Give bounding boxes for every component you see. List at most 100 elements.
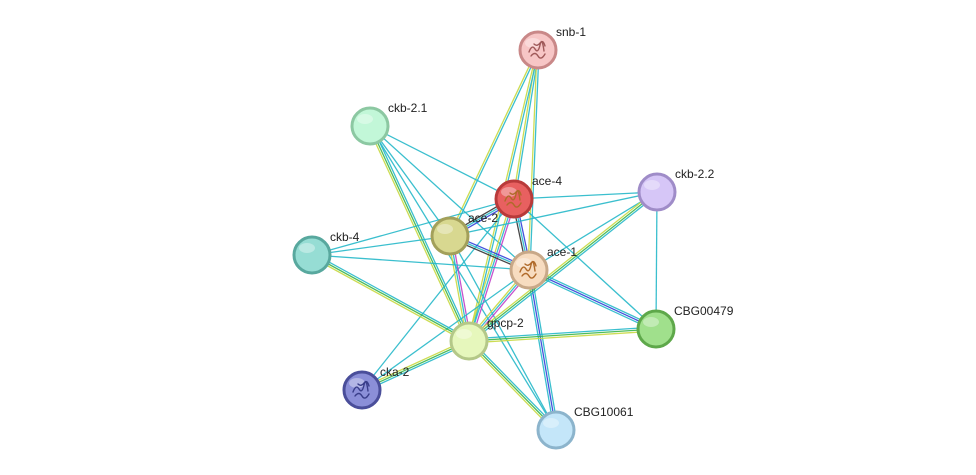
edge-line-cyan	[468, 326, 656, 340]
node-ckb-4[interactable]: ckb-4	[292, 230, 360, 275]
edge-line-cyan	[513, 191, 658, 200]
node-ace-2[interactable]: ace-2	[430, 211, 498, 256]
edge-line-green	[468, 191, 658, 342]
node-ckb-2.1[interactable]: ckb-2.1	[350, 101, 428, 146]
protein-structure-icon	[352, 380, 370, 399]
edge-line-cyan	[526, 270, 555, 431]
edge-snb-1-ace-2[interactable]	[448, 49, 540, 237]
edge-line-green	[361, 340, 470, 391]
edge-line-cyan	[311, 235, 451, 256]
edge-line-cyan	[369, 125, 515, 200]
edge-ace-1-CBG10061[interactable]	[526, 269, 559, 431]
node-highlight	[543, 418, 559, 428]
edge-line-cyan	[361, 198, 515, 391]
edge-line-yellow	[448, 49, 538, 236]
edge-line-yellow	[360, 338, 469, 389]
edge-ckb-2.2-CBG00479[interactable]	[655, 191, 658, 330]
edge-line-cyan	[362, 342, 471, 393]
node-highlight	[644, 180, 660, 190]
edge-line-green	[311, 254, 470, 342]
node-highlight	[456, 329, 472, 339]
node-circle[interactable]	[536, 410, 576, 450]
node-circle[interactable]	[449, 321, 489, 361]
edge-gpcp-2-CBG00479[interactable]	[468, 326, 657, 344]
edge-line-cyan	[449, 191, 658, 237]
node-snb-1[interactable]: snb-1	[518, 25, 586, 70]
edge-ace-4-cka-2[interactable]	[361, 198, 515, 391]
node-circle[interactable]	[636, 309, 676, 349]
edge-line-cyan	[529, 50, 540, 271]
edge-line-cyan	[469, 193, 659, 344]
node-label: ckb-2.1	[388, 101, 428, 115]
node-label: ace-2	[468, 211, 498, 225]
edge-ace-4-ckb-2.2[interactable]	[513, 191, 658, 200]
edge-line-yellow	[466, 198, 513, 341]
node-label: cka-2	[380, 365, 410, 379]
edge-line-cyan	[528, 191, 658, 271]
edge-line-cyan	[369, 125, 557, 431]
protein-structure-icon	[504, 189, 522, 208]
node-label: gpcp-2	[487, 316, 524, 330]
node-highlight	[643, 317, 659, 327]
node-gpcp-2[interactable]: gpcp-2	[449, 316, 524, 361]
edge-line-cyan	[369, 125, 530, 271]
edge-gpcp-2-CBG10061[interactable]	[467, 339, 558, 432]
edge-ckb-2.2-gpcp-2[interactable]	[467, 189, 659, 344]
edge-line-green	[468, 340, 557, 431]
edge-ckb-2.1-gpcp-2[interactable]	[367, 124, 472, 343]
node-circle[interactable]	[292, 235, 332, 275]
node-circle[interactable]	[637, 172, 677, 212]
edge-line-green	[468, 328, 657, 342]
edge-line-cyan	[371, 124, 472, 341]
edge-ace-2-CBG10061[interactable]	[449, 235, 557, 431]
edge-gpcp-2-cka-2[interactable]	[360, 338, 471, 393]
edge-line-yellow	[469, 330, 657, 344]
edge-line-cyan	[449, 235, 557, 431]
edge-ckb-2.1-ace-4[interactable]	[369, 125, 515, 200]
node-ckb-2.2[interactable]: ckb-2.2	[637, 167, 715, 212]
node-label: ace-4	[532, 174, 562, 188]
edge-ckb-2.1-ace-1[interactable]	[369, 125, 530, 271]
edge-ckb-2.1-CBG10061[interactable]	[369, 125, 557, 431]
node-highlight	[437, 224, 453, 234]
node-circle[interactable]	[430, 216, 470, 256]
edge-ace-2-ckb-2.2[interactable]	[449, 191, 658, 237]
edge-line-yellow	[467, 189, 657, 340]
edge-line-cyan	[468, 198, 515, 342]
node-CBG00479[interactable]: CBG00479	[636, 304, 734, 349]
edge-line-cyan	[514, 50, 540, 200]
edge-line-cyan	[655, 191, 658, 330]
edge-line-cyan	[311, 198, 515, 256]
edge-ace-1-ckb-2.2[interactable]	[528, 191, 658, 271]
edge-ace-1-CBG00479[interactable]	[527, 267, 658, 332]
node-highlight	[357, 114, 373, 124]
edge-snb-1-ace-1[interactable]	[527, 49, 540, 271]
edge-ace-4-CBG00479[interactable]	[513, 198, 657, 330]
edge-line-cyan	[312, 252, 471, 340]
edge-line-green	[369, 125, 470, 342]
edge-ckb-2.1-ace-2[interactable]	[369, 125, 451, 237]
node-ace-4[interactable]: ace-4	[494, 174, 562, 219]
edge-ckb-4-gpcp-2[interactable]	[310, 252, 471, 344]
node-circle[interactable]	[350, 106, 390, 146]
edge-ace-1-ckb-4[interactable]	[311, 254, 530, 271]
edge-ace-2-ckb-4[interactable]	[311, 235, 451, 256]
node-label: ace-1	[547, 245, 577, 259]
node-ace-1[interactable]: ace-1	[509, 245, 577, 290]
edge-line-cyan	[530, 269, 559, 430]
edge-line-cyan	[527, 271, 656, 332]
edge-line-cyan	[311, 254, 530, 271]
edge-line-cyan	[469, 339, 558, 430]
edge-line-yellow	[367, 126, 468, 343]
protein-structure-icon	[519, 260, 537, 279]
node-label: ckb-2.2	[675, 167, 715, 181]
nodes-layer: snb-1 ckb-2.1 ace-4 ckb-2.2 ace-2 ckb-4 ace-1C…	[292, 25, 734, 450]
node-cka-2[interactable]: cka-2	[342, 365, 410, 410]
edge-ace-4-ckb-4[interactable]	[311, 198, 515, 256]
edge-line-cyan	[450, 50, 540, 237]
node-CBG10061[interactable]: CBG10061	[536, 405, 634, 450]
edge-line-yellow	[527, 49, 538, 270]
node-highlight	[299, 243, 315, 253]
edge-line-cyan	[369, 125, 451, 237]
